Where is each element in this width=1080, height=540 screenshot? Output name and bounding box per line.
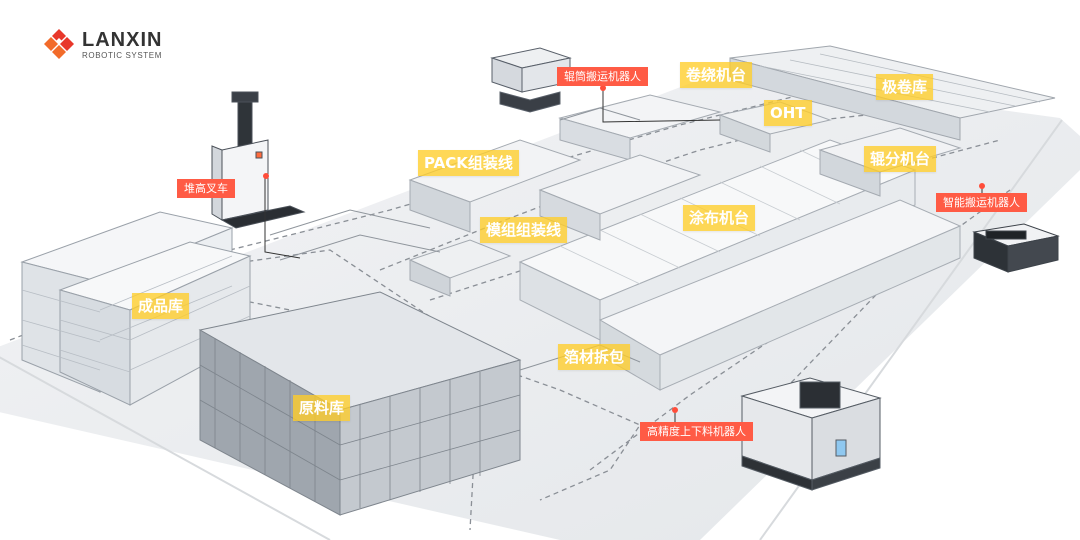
zone-label-winding: 卷绕机台 — [680, 62, 753, 88]
zone-label-slitting: 辊分机台 — [864, 146, 937, 172]
stacker-forklift-robot — [211, 91, 306, 229]
lanxin-logo-icon — [44, 29, 74, 59]
robot-label-smart-transport: 智能搬运机器人 — [936, 193, 1027, 212]
zone-label-module-line: 模组组装线 — [480, 217, 568, 243]
robot-label-stacker-forklift: 堆高叉车 — [177, 179, 235, 198]
zone-label-oht: OHT — [764, 100, 812, 126]
callout-dots — [263, 85, 985, 413]
zone-label-raw-material: 原料库 — [293, 395, 351, 421]
zone-label-pack-line: PACK组装线 — [418, 150, 519, 176]
raw-material-racks — [198, 291, 522, 516]
brand-tagline: ROBOTIC SYSTEM — [82, 50, 162, 60]
robot-label-precision-loader: 高精度上下料机器人 — [640, 422, 753, 441]
brand-logo: LANXIN ROBOTIC SYSTEM — [42, 28, 162, 62]
zone-label-finished-goods: 成品库 — [132, 293, 190, 319]
zone-label-foil-unpack: 箔材拆包 — [558, 344, 631, 370]
brand-name: LANXIN — [82, 28, 163, 51]
zone-label-coating: 涂布机台 — [683, 205, 756, 231]
logo-text: LANXIN ROBOTIC SYSTEM — [82, 30, 162, 61]
zone-label-pole-roll-store: 极卷库 — [876, 74, 934, 100]
smart-transport-robot — [972, 223, 1060, 273]
precision-loading-robot — [740, 377, 882, 491]
floor-front-edge — [0, 356, 331, 540]
robot-label-roller: 辊筒搬运机器人 — [557, 67, 648, 86]
